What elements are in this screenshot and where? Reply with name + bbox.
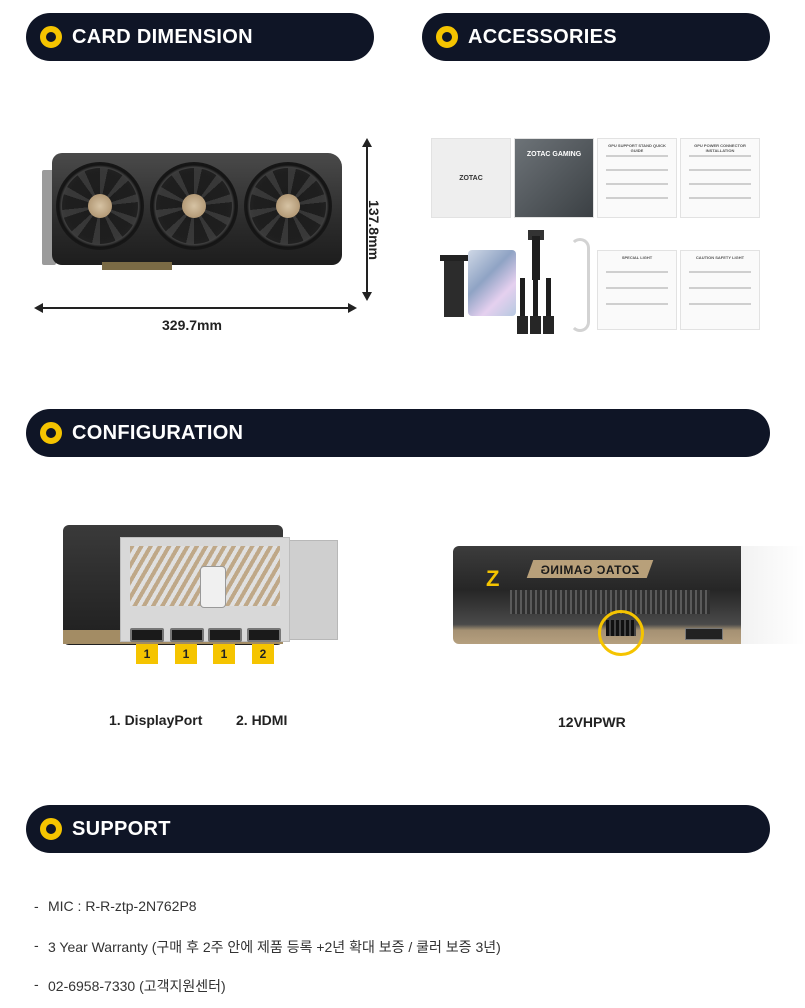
displayport-port xyxy=(170,628,204,642)
legend-hdmi: 2. HDMI xyxy=(236,712,288,728)
quick-guide-sheet: GPU SUPPORT STAND QUICK GUIDE xyxy=(597,138,677,218)
section-title: CARD DIMENSION xyxy=(72,25,253,48)
sheet-title: SPECIAL LIGHT xyxy=(621,255,653,260)
power-adapter-cable xyxy=(532,236,540,280)
section-title: SUPPORT xyxy=(72,817,171,840)
length-label: 329.7mm xyxy=(162,317,222,333)
installation-sheet: GPU POWER CONNECTOR INSTALLATION xyxy=(680,138,760,218)
box-label: ZOTAC xyxy=(459,175,483,182)
zotac-logo-icon xyxy=(200,566,226,608)
cable-plug xyxy=(543,316,554,334)
section-title: CONFIGURATION xyxy=(72,421,244,444)
support-text: 02-6958-7330 (고객지원센터) xyxy=(48,978,226,994)
cable-branch xyxy=(546,278,551,318)
arrow-down-icon xyxy=(362,292,372,301)
displayport-port xyxy=(208,628,242,642)
cable-plug xyxy=(517,316,528,334)
image-fade xyxy=(741,546,805,644)
fan-icon xyxy=(150,162,238,250)
manual-cover-image: ZOTAC GAMING xyxy=(514,138,594,218)
cable-branch xyxy=(520,278,525,318)
legend-displayport: 1. DisplayPort xyxy=(109,712,203,728)
graphics-card-image xyxy=(42,150,347,275)
height-dimension-line xyxy=(366,146,368,294)
circle-bullet-icon xyxy=(436,26,458,48)
cable-branch xyxy=(533,278,538,318)
heatsink-fins xyxy=(510,590,710,614)
sheet-title: GPU POWER CONNECTOR INSTALLATION xyxy=(694,143,746,153)
circle-bullet-icon xyxy=(40,422,62,444)
port-number-badge: 2 xyxy=(252,644,274,664)
port-number-badge: 1 xyxy=(136,644,158,664)
support-text: 3 Year Warranty (구매 후 2주 안에 제품 등록 +2년 확대… xyxy=(48,939,501,955)
port-number-badge: 1 xyxy=(175,644,197,664)
fan-icon xyxy=(244,162,332,250)
arrow-left-icon xyxy=(34,303,43,313)
power-adapter-head xyxy=(528,230,544,240)
holographic-sticker-image xyxy=(468,250,516,316)
circle-bullet-icon xyxy=(40,26,62,48)
port-number-badge: 1 xyxy=(213,644,235,664)
connector-label: 12VHPWR xyxy=(558,714,626,730)
support-bracket-image xyxy=(440,255,468,317)
cable-plug xyxy=(530,316,541,334)
special-light-sheet: SPECIAL LIGHT xyxy=(597,250,677,330)
pcie-connector xyxy=(102,262,172,270)
support-list: -MIC : R-R-ztp-2N762P8 -3 Year Warranty … xyxy=(34,898,501,1008)
section-title: ACCESSORIES xyxy=(468,25,617,48)
card-brand-text: ZOTAC GAMING xyxy=(540,563,640,577)
usb-cable-image xyxy=(570,238,590,332)
box-image: ZOTAC xyxy=(431,138,511,218)
support-item-phone: -02-6958-7330 (고객지원센터) xyxy=(34,976,501,1008)
section-header-support: SUPPORT xyxy=(26,805,770,853)
arrow-up-icon xyxy=(362,138,372,147)
safety-sheet: CAUTION SAFETY LIGHT xyxy=(680,250,760,330)
displayport-port xyxy=(130,628,164,642)
sheet-title: CAUTION SAFETY LIGHT xyxy=(695,255,745,260)
sheet-title: GPU SUPPORT STAND QUICK GUIDE xyxy=(608,143,666,153)
height-label: 137.8mm xyxy=(366,200,382,260)
support-item-warranty: -3 Year Warranty (구매 후 2주 안에 제품 등록 +2년 확… xyxy=(34,937,501,976)
fan-icon xyxy=(56,162,144,250)
section-header-card-dimension: CARD DIMENSION xyxy=(26,13,374,61)
manual-cover-label: ZOTAC GAMING xyxy=(526,151,582,158)
arrow-right-icon xyxy=(348,303,357,313)
circle-bullet-icon xyxy=(40,818,62,840)
length-dimension-line xyxy=(42,307,348,309)
bracket-slot xyxy=(685,628,723,640)
section-header-configuration: CONFIGURATION xyxy=(26,409,770,457)
io-bracket-extension xyxy=(290,540,338,640)
hdmi-port xyxy=(247,628,281,642)
section-header-accessories: ACCESSORIES xyxy=(422,13,770,61)
highlight-circle xyxy=(598,610,644,656)
zotac-z-logo-icon: Z xyxy=(486,566,500,591)
support-text: MIC : R-R-ztp-2N762P8 xyxy=(48,898,197,914)
support-item-mic: -MIC : R-R-ztp-2N762P8 xyxy=(34,898,501,937)
